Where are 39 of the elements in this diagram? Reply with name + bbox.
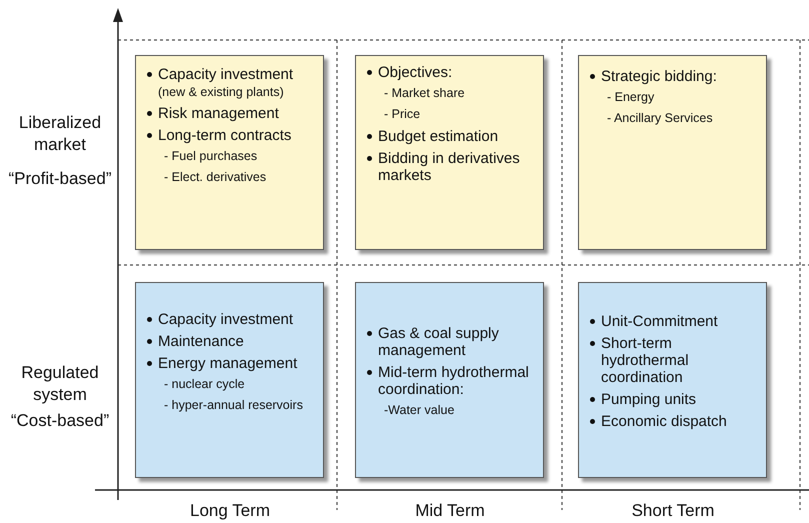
bullet-item: Capacity investment: [146, 66, 317, 83]
row-label: “Profit-based”: [8, 168, 112, 190]
sub-item: - Elect. derivatives: [163, 170, 268, 185]
sub-item: - Price: [383, 107, 422, 122]
sub-item: - Market share: [383, 86, 466, 101]
column-label: Mid Term: [414, 500, 486, 522]
bullet-item: Bidding in derivatives markets: [366, 150, 537, 184]
sub-item: - Ancillary Services: [606, 111, 714, 126]
item-note: (new & existing plants): [157, 85, 285, 100]
bullet-item: Objectives:: [366, 64, 537, 81]
bullet-item: Gas & coal supply management: [366, 325, 537, 359]
sub-item: -Water value: [383, 403, 456, 418]
bullet-item: Strategic bidding:: [589, 68, 760, 85]
strategy-box: [355, 55, 544, 250]
row-label: Liberalized market: [18, 112, 102, 156]
strategy-box: [135, 55, 324, 250]
sub-item: - Fuel purchases: [163, 149, 258, 164]
column-label: Long Term: [188, 500, 271, 522]
strategy-box: [135, 282, 324, 478]
column-label: Short Term: [630, 500, 716, 522]
strategy-box: [355, 282, 544, 478]
sub-item: - hyper-annual reservoirs: [163, 398, 304, 413]
bullet-item: Mid-term hydrothermal coordination:: [366, 364, 537, 398]
bullet-item: Economic dispatch: [589, 413, 760, 430]
row-label: Regulated system: [20, 362, 100, 406]
bullet-item: Long-term contracts: [146, 127, 317, 144]
strategy-box: [578, 282, 767, 478]
bullet-item: Capacity investment: [146, 311, 317, 328]
bullet-item: Energy management: [146, 355, 317, 372]
bullet-item: Short-term hydrothermal coordination: [589, 335, 760, 386]
bullet-item: Pumping units: [589, 391, 760, 408]
row-label: “Cost-based”: [10, 410, 110, 432]
strategy-box: [578, 55, 767, 250]
bullet-item: Unit-Commitment: [589, 313, 760, 330]
sub-item: - Energy: [606, 90, 656, 105]
bullet-item: Budget estimation: [366, 128, 537, 145]
bullet-item: Maintenance: [146, 333, 317, 350]
bullet-item: Risk management: [146, 105, 317, 122]
sub-item: - nuclear cycle: [163, 377, 246, 392]
